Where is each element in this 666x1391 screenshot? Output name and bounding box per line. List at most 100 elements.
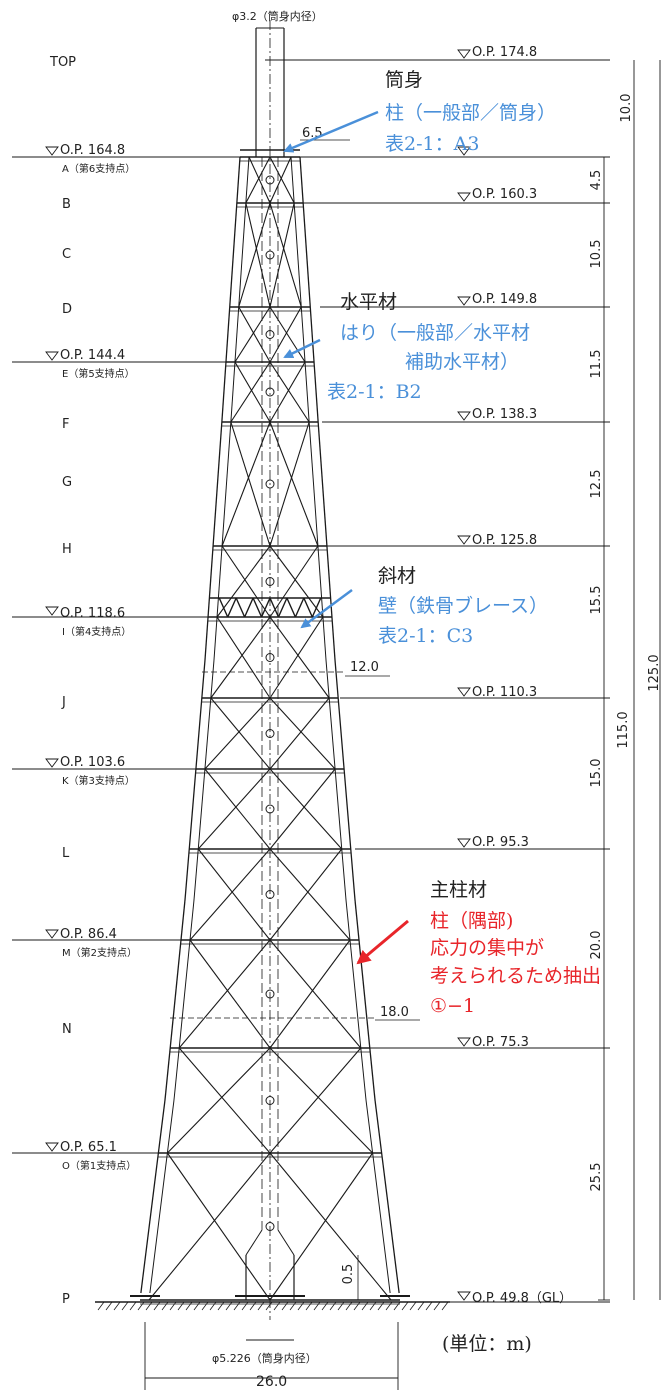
right-leg-inner [359,1036,361,1046]
right-leg [305,252,308,262]
left-leg-inner [168,1132,171,1142]
left-leg [210,564,213,574]
left-leg-inner [211,676,214,686]
left-leg-inner [235,340,237,350]
left-leg-inner [155,1236,158,1246]
right-leg-inner [352,964,354,974]
right-leg [332,628,335,638]
left-leg-inner [195,868,198,878]
ground-hatch [353,1301,361,1311]
right-leg-inner [298,268,300,278]
diagonal-member [197,848,271,941]
left-leg-inner [230,404,233,414]
annotation-main-column-line2: 応力の集中が [430,937,544,959]
left-leg [221,404,224,414]
left-leg-inner [229,428,231,438]
right-leg [309,300,312,310]
right-leg [355,908,358,918]
left-leg-inner [184,980,187,990]
right-leg-inner [368,1124,371,1134]
right-leg-inner [362,1068,365,1078]
right-leg [397,1284,400,1294]
left-leg-inner [158,1212,161,1222]
right-leg-inner [291,172,294,182]
left-leg [151,1196,154,1206]
left-leg [146,1236,149,1246]
left-leg [197,732,200,742]
right-leg-inner [309,428,311,438]
right-leg-inner [313,492,316,502]
left-leg [218,452,221,462]
left-leg-inner [225,484,227,494]
diagonal-member [216,616,271,699]
left-leg [183,900,186,910]
level-marker-icon [45,758,59,768]
annotation-horizontal-line2: 補助水平材） [405,351,519,373]
right-leg [345,796,348,806]
right-leg-inner [307,404,310,414]
right-leg [372,1084,375,1094]
brace-node [265,330,275,339]
right-leg [331,620,334,630]
ground-hatch [417,1301,425,1311]
diagonal-member [269,545,324,618]
right-leg [305,244,308,254]
right-leg [303,212,306,222]
right-leg-inner [305,372,307,382]
right-leg-inner [297,252,299,262]
left-leg-inner [239,284,241,294]
left-leg-inner [156,1228,159,1238]
right-leg [364,996,367,1006]
level-marker-icon [457,192,471,202]
left-leg [228,308,231,318]
left-leg [143,1260,146,1270]
ground-hatch [201,1301,209,1311]
left-leg-inner [240,260,243,270]
ground-hatch [337,1301,345,1311]
brace-node [265,250,275,260]
section-letter-n: N [62,1022,72,1037]
right-leg-inner [299,284,301,294]
right-leg [363,988,366,998]
support-level-i: O.P. 118.6 [60,606,125,621]
left-leg-inner [196,852,199,862]
diagonal-member [221,421,271,547]
left-leg [211,556,213,566]
ground-hatch [241,1301,249,1311]
diagonal-member [234,306,271,363]
left-leg-inner [180,1020,183,1030]
left-leg [171,1020,174,1030]
diagonal-member [189,939,271,1049]
right-leg-inner [365,1100,368,1110]
left-leg-inner [228,436,231,446]
right-leg-inner [334,772,337,782]
right-leg-inner [325,652,327,662]
ground-hatch [361,1301,369,1311]
support-level-o: O.P. 65.1 [60,1140,117,1155]
right-leg [353,892,356,902]
left-leg [228,300,231,310]
right-leg [304,236,307,246]
right-leg [333,652,336,662]
left-leg [209,580,212,590]
right-leg [352,876,355,886]
annotation-stack-arrow [283,110,379,153]
right-leg-inner [310,444,312,454]
right-leg-inner [325,660,328,670]
brace-node [265,1222,275,1231]
level-label-75-3: O.P. 75.3 [472,1035,529,1050]
left-leg-inner [151,1268,154,1278]
dim-4-5: 4.5 [589,170,604,191]
dim-115-0: 115.0 [616,711,631,748]
right-leg-inner [309,436,312,446]
left-leg [177,964,180,974]
right-leg-inner [343,876,346,886]
ground-hatch [433,1301,441,1311]
right-leg [367,1028,370,1038]
right-leg-inner [384,1252,387,1262]
left-leg [231,260,234,270]
right-leg-inner [310,452,313,462]
diagonal-member [269,848,351,941]
level-marker-icon [457,687,471,697]
left-leg [207,604,210,614]
